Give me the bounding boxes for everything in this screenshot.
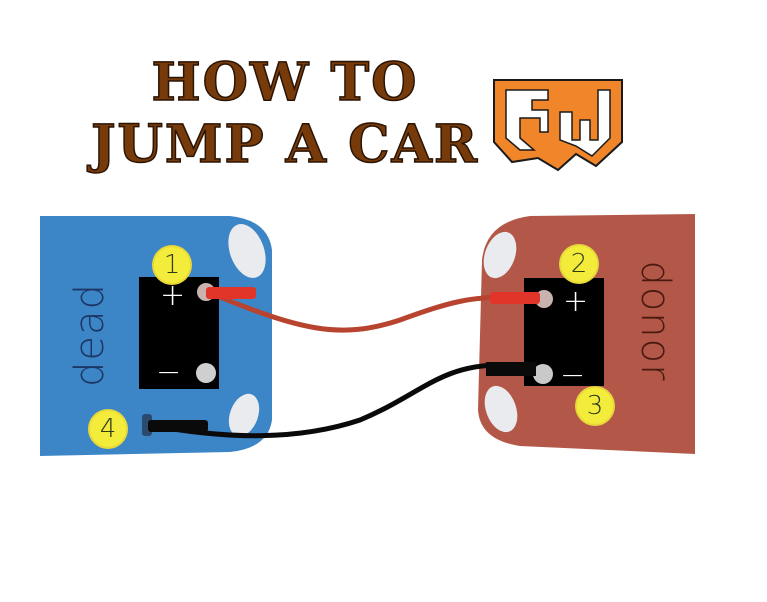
minus-sign: − bbox=[560, 358, 586, 393]
dead-car-label: dead bbox=[67, 283, 113, 387]
negative-terminal-icon bbox=[196, 363, 216, 383]
minus-sign: − bbox=[156, 355, 182, 390]
headlight-icon bbox=[484, 385, 518, 433]
negative-terminal-icon bbox=[533, 364, 553, 384]
step-badge-4: 4 bbox=[90, 411, 126, 447]
donor-car bbox=[478, 214, 695, 454]
dead-car bbox=[40, 216, 272, 456]
headlight-icon bbox=[228, 224, 266, 278]
gw-logo-icon bbox=[493, 79, 623, 172]
step-badge-1: 1 bbox=[154, 247, 190, 283]
page-title: HOW TO JUMP A CAR bbox=[80, 51, 490, 176]
plus-sign: + bbox=[160, 278, 186, 313]
step-badge-2: 2 bbox=[561, 246, 597, 282]
title-line-2: JUMP A CAR bbox=[90, 113, 480, 176]
donor-car-label: donor bbox=[632, 260, 678, 382]
title-line-1: HOW TO bbox=[151, 51, 419, 114]
positive-clamp-donor bbox=[490, 292, 540, 304]
step-badge-3: 3 bbox=[577, 388, 613, 424]
plus-sign: + bbox=[563, 284, 589, 319]
negative-clamp-dead bbox=[148, 420, 208, 432]
headlight-icon bbox=[228, 393, 260, 437]
negative-cable bbox=[149, 362, 501, 439]
positive-clamp-dead bbox=[206, 287, 256, 299]
negative-clamp-donor bbox=[486, 362, 536, 376]
positive-cable bbox=[209, 290, 521, 333]
headlight-icon bbox=[483, 231, 517, 279]
